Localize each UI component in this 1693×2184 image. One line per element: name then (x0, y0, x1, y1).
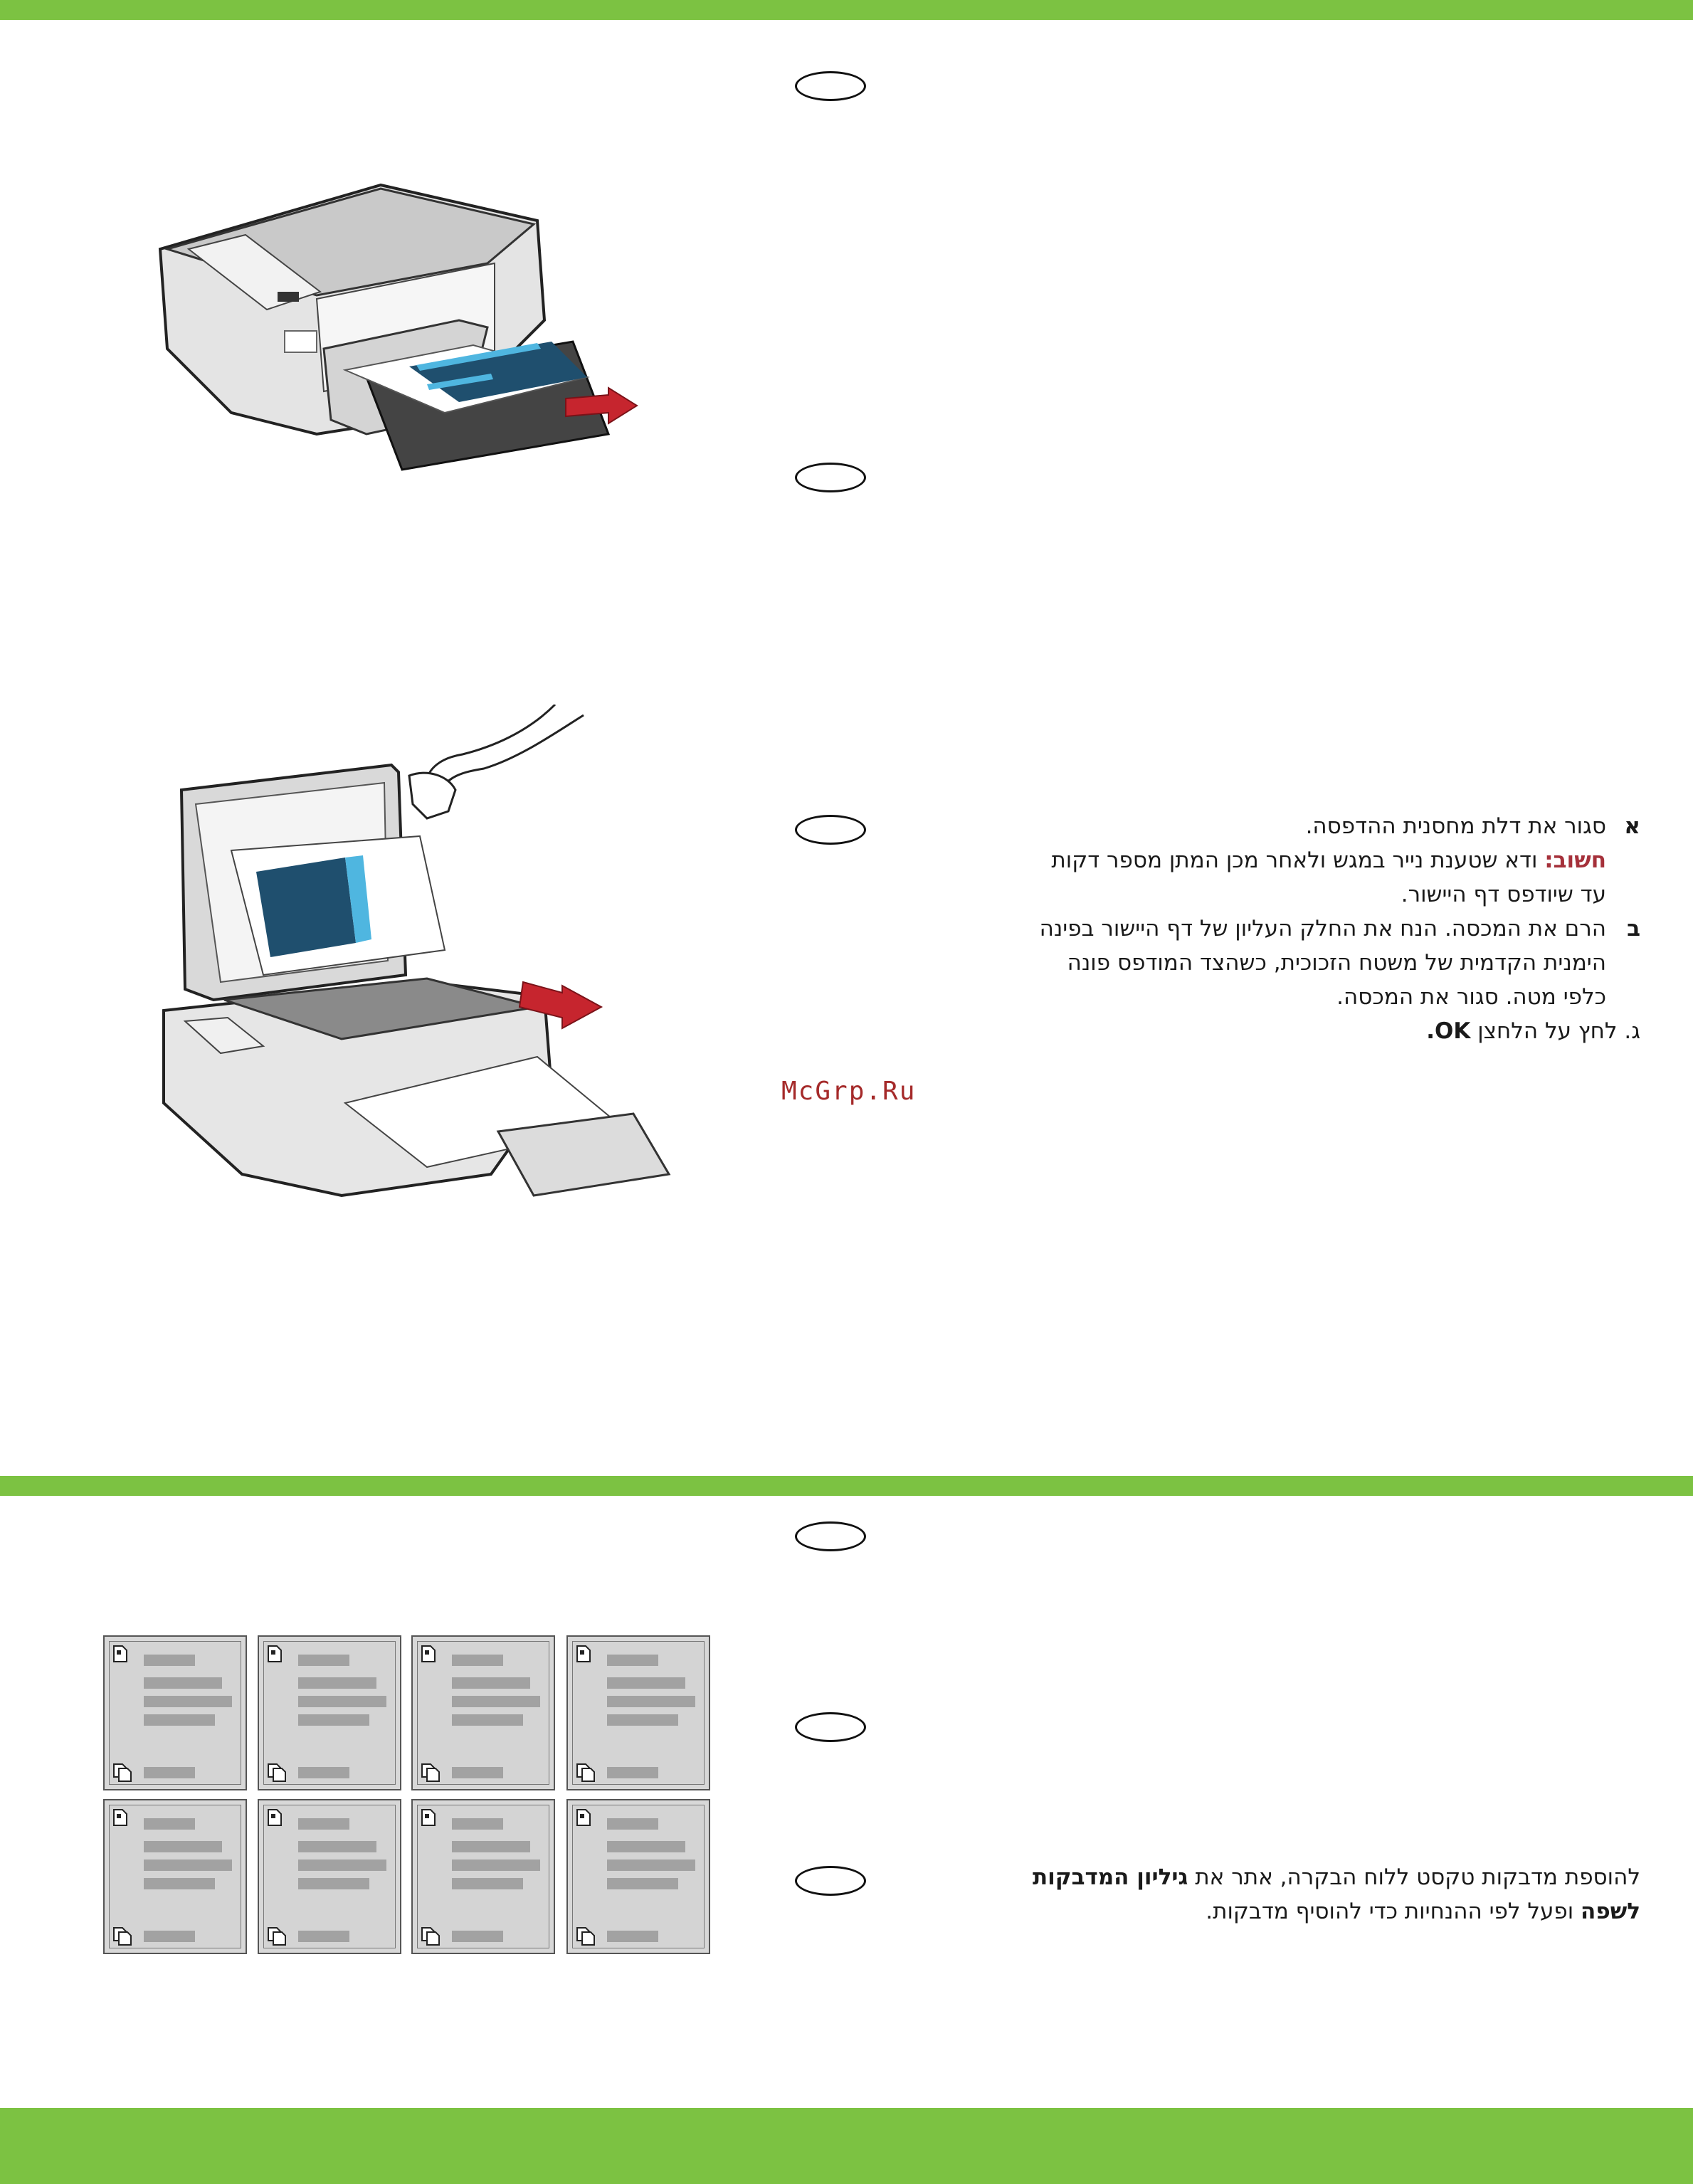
step-b-marker: ב (1627, 916, 1640, 941)
top-green-bar (0, 0, 1693, 20)
copy-icon (576, 1927, 595, 1946)
step-a-marker: א (1624, 813, 1640, 839)
step-a-text: סגור את דלת מחסנית ההדפסה. (1305, 813, 1606, 839)
language-oval (795, 1521, 866, 1551)
document-icon (421, 1809, 436, 1826)
document-icon (421, 1645, 436, 1662)
step-c-suffix: . (1426, 1018, 1435, 1044)
watermark: McGrp.Ru (781, 1077, 917, 1106)
sticker-sheet-name-2: לשפה (1581, 1899, 1640, 1924)
step-a: א סגור את דלת מחסנית ההדפסה. (879, 809, 1640, 843)
sticker-sheet-thumbnail (566, 1635, 710, 1790)
document-icon (113, 1809, 127, 1826)
important-note: חשוב: ודא שטענת נייר במגש ולאחר מכן המתן… (879, 843, 1640, 912)
sticker-sheet-thumbnail (103, 1635, 247, 1790)
copy-icon (113, 1763, 132, 1782)
middle-green-bar (0, 1476, 1693, 1496)
language-sticker-sheets-illustration (103, 1635, 713, 1954)
copy-icon (268, 1763, 286, 1782)
sticker-sheet-thumbnail (411, 1799, 555, 1954)
language-oval (795, 1866, 866, 1896)
important-line-2: עד שיודפס דף היישור. (1401, 882, 1606, 907)
sticker-sheet-thumbnail (258, 1799, 401, 1954)
copy-icon (421, 1763, 440, 1782)
step-c-prefix: ג. לחץ על הלחצן (1477, 1018, 1640, 1044)
ok-button-label: OK (1434, 1018, 1471, 1044)
step-b-line-1: הרם את המכסה. הנח את החלק העליון של דף ה… (1039, 916, 1606, 941)
bottom-green-bar (0, 2108, 1693, 2184)
alignment-instructions: א סגור את דלת מחסנית ההדפסה. חשוב: ודא ש… (879, 809, 1640, 1048)
document-icon (576, 1809, 591, 1826)
step-c: ג. לחץ על הלחצן OK. (879, 1014, 1640, 1048)
language-oval (795, 71, 866, 101)
copy-icon (268, 1927, 286, 1946)
printer-printing-alignment-page-illustration (158, 183, 638, 471)
sticker-sheet-name-1: גיליון המדבקות (1032, 1864, 1188, 1890)
document-icon (268, 1645, 282, 1662)
important-line-1: ודא שטענת נייר במגש ולאחר מכן המתן מספר … (1051, 848, 1538, 873)
language-oval (795, 1712, 866, 1742)
copy-icon (421, 1927, 440, 1946)
sticker-sheet-thumbnail (258, 1635, 401, 1790)
language-oval (795, 815, 866, 845)
sticker-line-1-text: להוספת מדבקות טקסט ללוח הבקרה, אתר את (1195, 1864, 1640, 1890)
sticker-line-1: להוספת מדבקות טקסט ללוח הבקרה, אתר את גי… (879, 1860, 1640, 1894)
document-icon (268, 1809, 282, 1826)
step-b-line-3: כלפי מטה. סגור את המכסה. (1336, 984, 1606, 1010)
sticker-instructions: להוספת מדבקות טקסט ללוח הבקרה, אתר את גי… (879, 1860, 1640, 1929)
language-oval (795, 463, 866, 492)
sticker-line-2-text: ופעל לפי ההנחיות כדי להוסיף מדבקות. (1206, 1899, 1574, 1924)
important-label: חשוב: (1544, 848, 1606, 873)
sticker-sheet-thumbnail (103, 1799, 247, 1954)
document-icon (576, 1645, 591, 1662)
step-b-line-2: הימנית הקדמית של משטח הזכוכית, כשהצד המו… (1067, 950, 1606, 976)
copy-icon (113, 1927, 132, 1946)
document-icon (113, 1645, 127, 1662)
sticker-line-2: לשפה ופעל לפי ההנחיות כדי להוסיף מדבקות. (879, 1894, 1640, 1929)
printer-scanning-alignment-page-illustration (162, 705, 671, 1198)
sticker-sheet-thumbnail (411, 1635, 555, 1790)
copy-icon (576, 1763, 595, 1782)
sticker-sheet-thumbnail (566, 1799, 710, 1954)
step-b: ב הרם את המכסה. הנח את החלק העליון של דף… (879, 912, 1640, 1014)
